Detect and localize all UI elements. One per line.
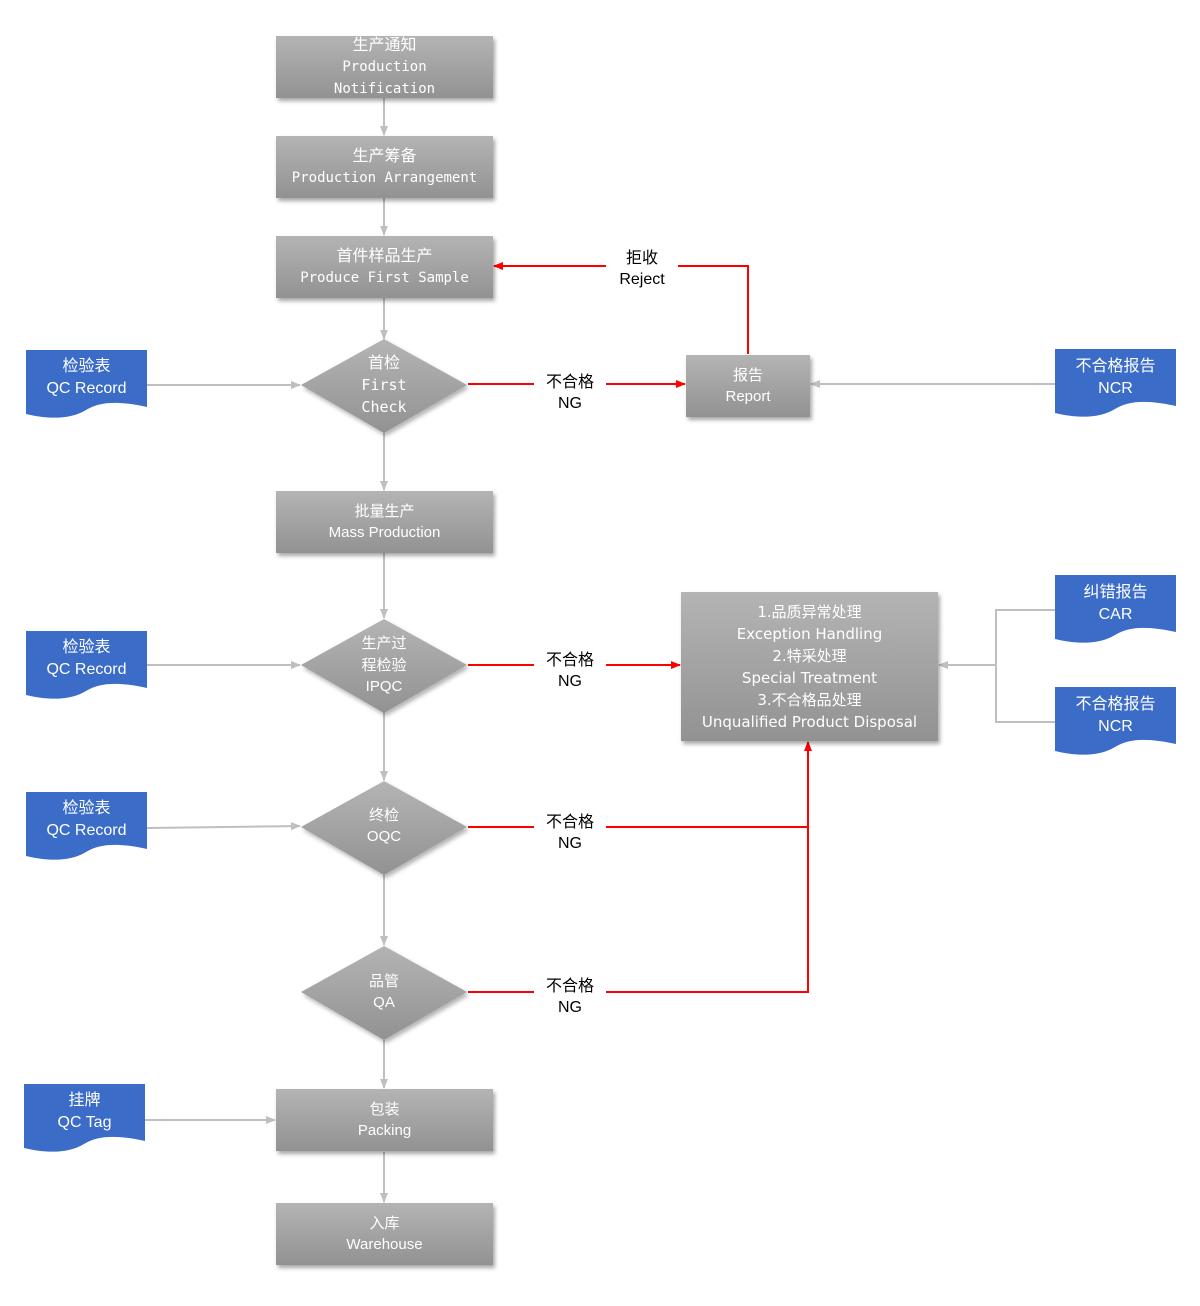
step-packing: 包装 Packing (276, 1089, 493, 1151)
edge-label-zh: 不合格 (545, 814, 594, 831)
ng-label-qa: 不合格 NG (534, 976, 606, 1018)
step-label-zh: 生产筹备 (352, 146, 417, 165)
doc-label-en: QC Record (46, 661, 127, 678)
step-production-arrangement: 生产筹备 Production Arrangement (276, 136, 493, 198)
oqc-label: 终检 OQC (320, 800, 448, 852)
edge-label-zh: 不合格 (545, 652, 594, 669)
first-check-label: 首检 First Check (320, 350, 448, 420)
edge-label-en: NG (558, 395, 582, 412)
report-box: 报告 Report (686, 355, 810, 417)
handling-line: Unqualified Product Disposal (701, 712, 918, 731)
edge-label-zh: 不合格 (545, 374, 594, 391)
reject-label: 拒收 Reject (606, 248, 678, 290)
doc-label-zh: 检验表 (62, 639, 111, 656)
doc-shape-qc-record-3 (26, 792, 147, 860)
doc-qc-record-3: 检验表 QC Record (26, 798, 147, 842)
diamond-label-zh: 程检验 (361, 656, 407, 674)
diamond-label-en: QA (373, 994, 395, 1011)
handling-box: 1.品质异常处理 Exception Handling 2.特采处理 Speci… (681, 592, 938, 741)
ng-label-first-check: 不合格 NG (534, 372, 606, 414)
step-label-en: Production (342, 59, 427, 75)
edge-label-zh: 拒收 (625, 250, 658, 267)
edge-label-en: NG (558, 999, 582, 1016)
step-label-zh: 首件样品生产 (336, 246, 433, 265)
doc-label-zh: 纠错报告 (1083, 584, 1148, 601)
reject-arrow-report-to-sample (493, 262, 749, 354)
diamond-label-zh: 终检 (368, 806, 399, 824)
doc-car: 纠错报告 CAR (1055, 582, 1176, 626)
doc-qc-tag: 挂牌 QC Tag (24, 1090, 145, 1134)
edge-label-zh: 不合格 (545, 978, 594, 995)
ng-label-ipqc: 不合格 NG (534, 650, 606, 692)
ipqc-label: 生产过 程检验 IPQC (320, 630, 448, 700)
diamond-qa (301, 946, 467, 1040)
report-label-en: Report (725, 388, 771, 405)
edge-label-en: NG (558, 835, 582, 852)
ng-label-oqc: 不合格 NG (534, 812, 606, 854)
doc-shape-car (1055, 575, 1176, 643)
ng-arrow-qa-to-handling (468, 741, 812, 993)
step-label-en: Mass Production (328, 524, 441, 541)
doc-label-en: QC Record (46, 380, 127, 397)
step-label-en: Warehouse (346, 1236, 423, 1253)
doc-label-en: NCR (1098, 718, 1133, 735)
diamond-label-en: Check (361, 398, 407, 416)
handling-line: 1.品质异常处理 (757, 602, 862, 621)
doc-ncr-1: 不合格报告 NCR (1055, 356, 1176, 400)
doc-shape-qc-record-2 (26, 631, 147, 699)
step-label-zh: 包装 (369, 1100, 400, 1118)
edge-label-en: NG (558, 673, 582, 690)
doc-shape-qc-tag (24, 1084, 145, 1152)
step-label-en: Notification (333, 81, 436, 97)
step-label-en: Packing (357, 1122, 412, 1139)
handling-line: 3.不合格品处理 (757, 690, 862, 709)
doc-label-en: CAR (1098, 606, 1133, 623)
step-mass-production: 批量生产 Mass Production (276, 491, 493, 553)
step-label-zh: 入库 (369, 1214, 400, 1232)
doc-shape-qc-record-1 (26, 350, 147, 418)
step-label-zh: 生产通知 (352, 35, 417, 54)
handling-line: Special Treatment (741, 668, 878, 687)
handling-line: 2.特采处理 (772, 646, 847, 665)
doc-label-zh: 检验表 (62, 358, 111, 375)
doc-label-zh: 不合格报告 (1075, 358, 1156, 375)
handling-line: Exception Handling (736, 624, 883, 643)
diamond-label-en: First (361, 376, 407, 394)
doc-qc-record-2: 检验表 QC Record (26, 637, 147, 681)
doc-label-en: NCR (1098, 380, 1133, 397)
diamond-first-check (301, 339, 467, 433)
doc-label-zh: 挂牌 (68, 1092, 101, 1109)
step-production-notification: 生产通知 Production Notification (276, 35, 493, 98)
arrow-qc-record-to-oqc (146, 822, 301, 831)
diamond-label-en: OQC (366, 828, 402, 845)
diamond-label-zh: 生产过 (361, 634, 407, 652)
diamond-label-zh: 品管 (368, 972, 399, 990)
report-label-zh: 报告 (732, 366, 763, 384)
doc-qc-record-1: 检验表 QC Record (26, 356, 147, 400)
step-label-en: Production Arrangement (291, 170, 478, 186)
diamond-label-en: IPQC (365, 678, 403, 695)
diamond-label-zh: 首检 (367, 353, 400, 372)
step-produce-first-sample: 首件样品生产 Produce First Sample (276, 236, 493, 298)
doc-shape-ncr-2 (1055, 687, 1176, 755)
diamond-ipqc (301, 619, 467, 713)
step-label-en: Produce First Sample (300, 270, 469, 286)
diamond-oqc (301, 781, 467, 875)
edge-label-en: Reject (619, 271, 665, 288)
doc-label-zh: 检验表 (62, 800, 111, 817)
doc-label-zh: 不合格报告 (1075, 696, 1156, 713)
step-label-zh: 批量生产 (354, 502, 415, 520)
bracket-car-ncr (995, 609, 1055, 723)
doc-label-en: QC Tag (57, 1114, 112, 1131)
doc-shape-ncr-1 (1055, 349, 1176, 417)
doc-ncr-2: 不合格报告 NCR (1055, 694, 1176, 738)
qa-label: 品管 QA (320, 966, 448, 1018)
step-warehouse: 入库 Warehouse (276, 1203, 493, 1265)
doc-label-en: QC Record (46, 822, 127, 839)
